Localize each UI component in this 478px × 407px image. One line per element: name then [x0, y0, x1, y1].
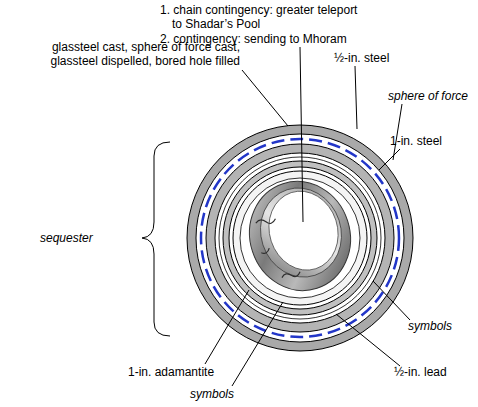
leader-line — [205, 290, 249, 364]
leader-line — [242, 70, 288, 126]
leader-line — [373, 281, 410, 320]
ring-engraving — [252, 213, 302, 284]
ring-hole — [259, 182, 348, 279]
callout-label: symbols — [408, 319, 478, 333]
callout-label: 1-in. steel — [390, 134, 478, 148]
symbols-circle — [219, 157, 381, 319]
leader-line — [300, 47, 303, 222]
callout-label: glassteel cast, sphere of force cast, gl… — [4, 40, 240, 68]
sphere-of-force — [201, 139, 399, 337]
ring-band — [235, 168, 364, 304]
sequester-brace — [142, 142, 170, 336]
callout-label: 1-in. adamantite — [128, 365, 248, 379]
outer-steel-shell — [187, 125, 413, 351]
inner-steel-shell — [206, 144, 394, 332]
lead-shell — [223, 161, 377, 315]
callout-label: symbols — [190, 387, 270, 401]
outer-steel-inner-edge — [196, 134, 404, 342]
callout-label: sequester — [40, 231, 140, 245]
ring-inner-surface — [249, 177, 353, 287]
leader-line — [232, 302, 283, 386]
inner-steel-inner-edge — [215, 153, 385, 323]
callout-label: sphere of force — [388, 89, 478, 103]
callout-label: ½-in. steel — [334, 51, 424, 65]
callout-label: ½-in. lead — [394, 365, 478, 379]
leader-line — [379, 149, 400, 170]
callout-label: 1. chain contingency: greater teleport t… — [160, 3, 362, 31]
lead-inner-edge — [229, 167, 371, 309]
leader-line — [355, 66, 357, 129]
ring-picture — [235, 168, 364, 304]
leader-lines — [205, 47, 410, 386]
leader-line — [336, 314, 400, 366]
